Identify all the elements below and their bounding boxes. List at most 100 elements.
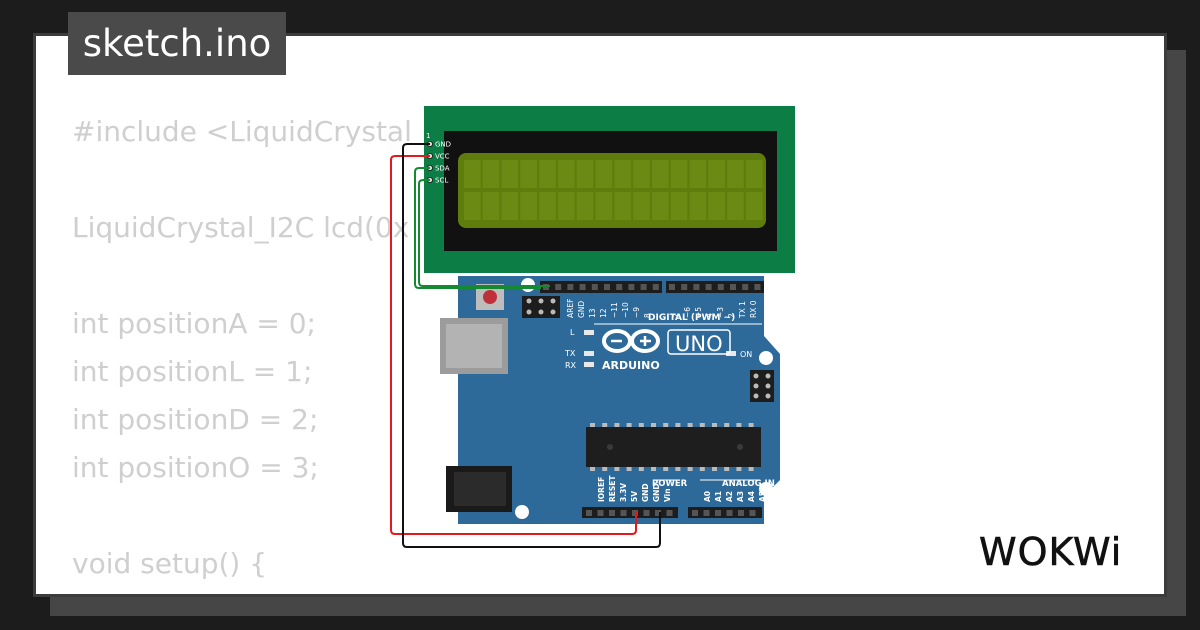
power-pin-label: RESET	[608, 475, 617, 502]
led-tx	[584, 351, 594, 356]
file-tab-label: sketch.ino	[82, 22, 272, 65]
analog-pin-label: A0	[703, 491, 712, 502]
led-l	[584, 330, 594, 335]
chip-pin	[712, 467, 717, 471]
header-pin	[703, 510, 710, 516]
header-pin	[754, 284, 761, 290]
chip-pin	[638, 423, 644, 427]
chip-pin	[724, 467, 730, 471]
lcd-pin-label: SCL	[435, 177, 448, 185]
chip-pin	[675, 423, 681, 427]
lcd-char-cell	[464, 192, 481, 220]
lcd-char-cell	[501, 192, 519, 220]
header-pin	[669, 284, 675, 290]
lcd-char-cell	[708, 160, 725, 188]
code-line: LiquidCrystal_I2C lcd(0x	[72, 211, 410, 244]
header-pin	[579, 284, 586, 290]
lcd-char-cell	[595, 192, 613, 220]
code-line: int positionL = 1;	[72, 355, 313, 388]
lcd-char-cell	[670, 160, 688, 188]
power-pin-label: 3.3V	[619, 483, 628, 502]
digital-pin-label: ~9	[632, 307, 641, 318]
header-pin	[705, 284, 712, 290]
lcd-char-cell	[539, 160, 556, 188]
lcd-char-cell	[746, 160, 763, 188]
lcd-char-cell	[652, 192, 669, 220]
digital-pin-label: 4	[705, 313, 714, 318]
lcd-character-grid	[464, 160, 763, 220]
power-pin-label: IOREF	[597, 477, 606, 502]
header-pin	[655, 510, 661, 516]
header-pin	[652, 284, 659, 290]
lcd-char-cell	[652, 160, 669, 188]
chip-pin	[651, 423, 656, 427]
header-pin	[604, 284, 610, 290]
digital-pin-label: ~5	[694, 307, 703, 318]
header-pin	[609, 510, 615, 516]
chip-pin	[748, 423, 754, 427]
digital-header-right	[666, 281, 764, 293]
lcd-char-cell	[520, 192, 537, 220]
header-pin	[715, 510, 721, 516]
header-pin	[591, 284, 598, 290]
mount-hole	[759, 482, 773, 496]
reset-button-cap	[483, 290, 497, 304]
chip-pin	[663, 467, 669, 471]
lcd-pin-label: SDA	[435, 165, 450, 173]
chip-pin	[626, 467, 632, 471]
chip-pin	[736, 423, 742, 427]
digital-pin-label: ~3	[716, 307, 725, 318]
arduino-logo-icon	[602, 329, 660, 353]
uno-label: UNO	[675, 332, 723, 356]
header-pin	[692, 510, 698, 516]
digital-pin-label: GND	[577, 301, 586, 318]
mount-hole	[515, 505, 529, 519]
icsp-header-right	[750, 370, 774, 402]
wokwi-logo: WOKWi	[979, 530, 1122, 575]
code-line: #include <LiquidCrystal	[72, 115, 412, 148]
header-pin	[738, 510, 744, 516]
lcd-char-cell	[558, 160, 575, 188]
lcd-char-cell	[670, 192, 688, 220]
header-pin	[717, 284, 724, 290]
led-tx-label: TX	[564, 349, 576, 358]
header-pin	[730, 284, 736, 290]
analog-header-label: ANALOG IN	[722, 479, 775, 489]
led-l-label: L	[570, 328, 575, 337]
digital-pin-label: TX 1	[738, 301, 747, 319]
analog-pin-label: A2	[725, 491, 734, 502]
header-pin	[597, 510, 604, 516]
analog-pin-label: A1	[714, 491, 723, 502]
lcd-char-cell	[614, 192, 631, 220]
chip-pin	[590, 423, 595, 427]
chip-pin	[614, 423, 620, 427]
lcd-char-cell	[708, 192, 725, 220]
code-line: int positionO = 3;	[72, 451, 319, 484]
digital-pin-label: 8	[643, 313, 652, 318]
led-on-label: ON	[740, 350, 752, 359]
uno-badge	[667, 329, 731, 355]
file-tab[interactable]: sketch.ino	[68, 12, 286, 75]
lcd-char-cell	[727, 192, 744, 220]
chip-pin	[626, 423, 632, 427]
digital-pin-label: 7	[672, 313, 681, 318]
chip-pin	[614, 467, 620, 471]
lcd-char-cell	[576, 192, 594, 220]
chip-pin	[712, 423, 717, 427]
power-pin-label: GND	[641, 483, 650, 502]
chip-pin	[699, 467, 705, 471]
digital-pin-label: 13	[588, 308, 597, 318]
header-pin	[620, 510, 627, 516]
lcd-char-cell	[482, 192, 500, 220]
digital-pin-label: ~11	[610, 302, 619, 318]
chip-pin	[602, 423, 608, 427]
digital-pin-label: 12	[599, 308, 608, 318]
lcd-char-cell	[558, 192, 575, 220]
header-pin	[666, 510, 673, 516]
digital-pin-label: 2	[727, 313, 736, 318]
chip-pin	[675, 467, 681, 471]
lcd-char-cell	[614, 160, 631, 188]
